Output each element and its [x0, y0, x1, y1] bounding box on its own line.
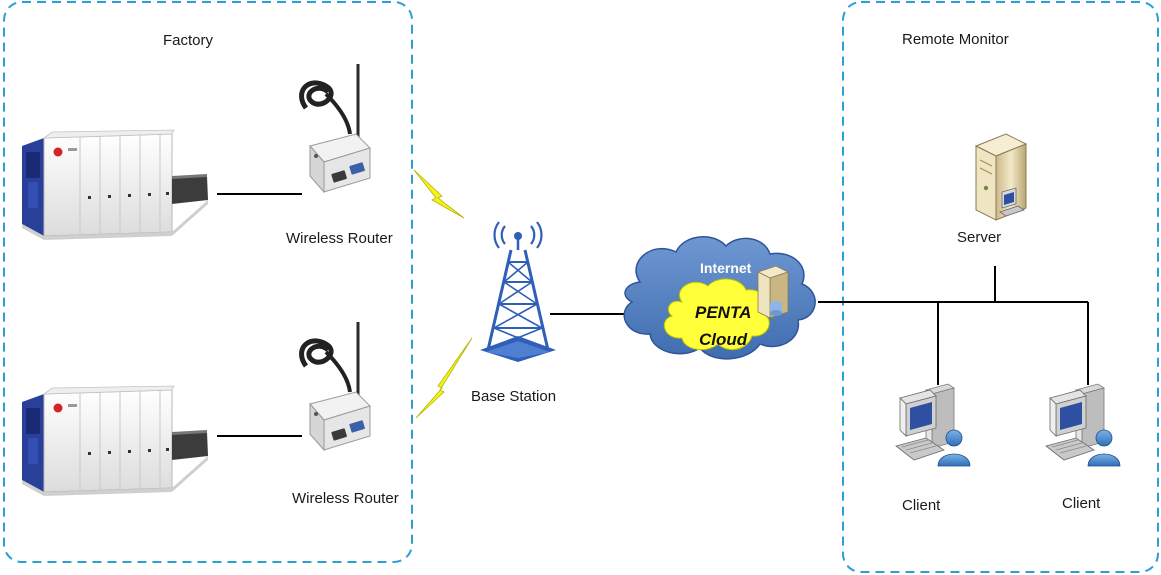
cell-tower-icon — [480, 221, 556, 362]
cloud-server-icon — [756, 265, 790, 319]
server-label: Server — [957, 229, 1001, 246]
factory-region-border — [3, 1, 413, 563]
base-station-label: Base Station — [471, 388, 556, 405]
wireless-router-icon — [302, 64, 370, 192]
client1-label: Client — [902, 497, 941, 514]
factory-title: Factory — [163, 32, 214, 49]
router-bottom-label: Wireless Router — [292, 490, 399, 507]
cloud-penta-text: PENTA — [695, 303, 751, 322]
remote-monitor-region-border — [842, 1, 1159, 573]
client2-label: Client — [1062, 495, 1101, 512]
laser-cutting-machine-icon — [21, 385, 209, 497]
lightning-bolt-icon — [413, 169, 465, 219]
router-top-label: Wireless Router — [286, 230, 393, 247]
remote-monitor-title: Remote Monitor — [902, 31, 1009, 48]
server-icon — [974, 133, 1028, 221]
wireless-router-icon — [302, 322, 370, 450]
laser-cutting-machine-icon — [21, 129, 209, 241]
cloud-icon — [623, 236, 816, 360]
lightning-bolt-icon — [415, 337, 473, 419]
cloud-cloud-text: Cloud — [699, 330, 748, 349]
client-workstation-icon — [1045, 383, 1121, 467]
client-workstation-icon — [895, 383, 971, 467]
cloud-title: Internet — [700, 260, 752, 276]
